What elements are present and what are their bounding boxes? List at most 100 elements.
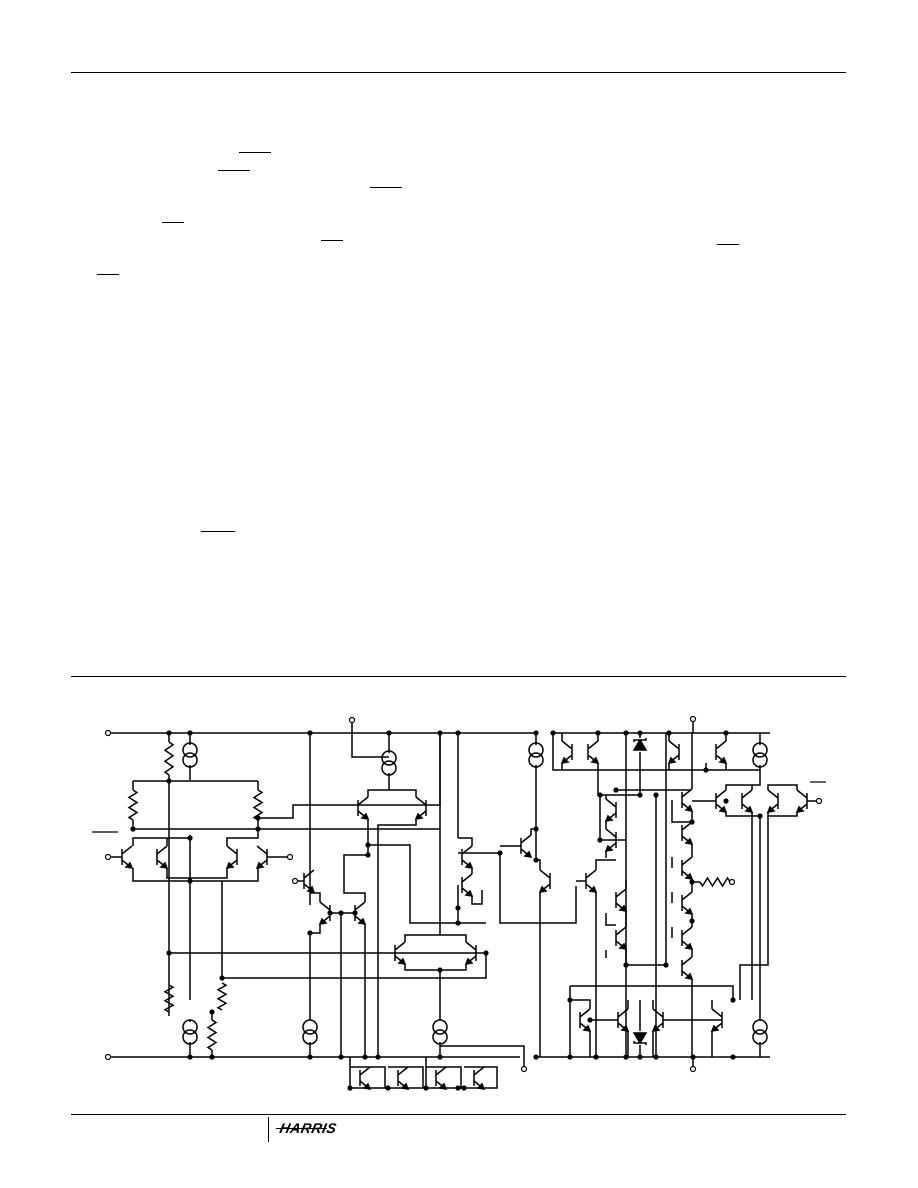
junction-dot [255,815,261,821]
npn-transistor [604,798,617,822]
junction-dot [653,1054,659,1060]
wire [425,1057,462,1089]
junction-dot [723,730,729,736]
current-source [432,1019,448,1045]
junction-dot [613,787,619,793]
npn-transistor [617,1008,630,1032]
junction-dot [307,1054,313,1060]
npn-transistor [520,834,533,858]
junction-dot [689,918,695,924]
junction-dot [347,1085,353,1091]
npn-transistor [579,1008,592,1032]
junction-dot [637,792,643,798]
junction-dot [623,1054,629,1060]
wire [458,852,577,924]
junction-dot [497,850,503,856]
overbar [97,274,119,275]
npn-transistor [710,1008,723,1032]
junction-dot [723,798,729,804]
npn-transistor [681,956,694,980]
npn-transistor [651,1008,664,1032]
junction-dot [533,730,539,736]
npn-transistor [538,869,551,893]
overbar [162,222,184,223]
junction-dot [637,1054,643,1060]
junction-dot [455,920,461,926]
wire [471,890,483,905]
wire [570,985,734,1000]
npn-transistor [397,1066,410,1090]
junction-dot [690,1054,696,1060]
npn-transistor [667,740,680,764]
wire [166,868,228,879]
junction-dot [595,730,601,736]
junction-dot [653,792,659,798]
terminal [104,1053,112,1061]
overbar [370,187,402,188]
wire [570,999,591,1009]
wire [458,837,473,846]
current-source [381,750,397,776]
overbar [717,244,739,245]
wire [222,953,487,979]
npn-transistor [225,845,238,869]
resistor [163,984,175,1013]
npn-transistor [715,740,728,764]
npn-transistor [681,856,694,880]
junction-dot [255,826,261,832]
junction-dot [593,1054,599,1060]
wire [440,934,467,942]
wire [343,845,369,902]
junction-dot [166,950,172,956]
npn-transistor [615,888,628,912]
npn-transistor [681,891,694,915]
junction-dot [757,813,763,819]
terminal [291,877,299,885]
current-source [528,742,544,768]
junction-dot [362,1054,368,1060]
resistor [127,789,139,821]
wire [552,733,760,771]
footer-divider [268,1117,269,1142]
wire [599,795,626,841]
junction-dot [130,826,136,832]
junction-dot [437,1054,443,1060]
wire [440,1045,525,1057]
junction-dot [219,975,225,981]
junction-dot [307,930,313,936]
resistor [699,876,731,888]
terminal [104,729,112,737]
npn-transistor [464,941,477,965]
junction-dot [666,730,672,736]
junction-dot [587,1017,593,1023]
current-source [302,1019,318,1045]
junction-dot [437,967,443,973]
section-rule [71,676,846,677]
junction-dot [455,905,461,911]
wire [725,770,761,790]
junction-dot [423,1085,429,1091]
npn-transistor [255,845,268,869]
junction-dot [365,852,371,858]
wire [404,733,441,942]
npn-transistor [303,869,316,893]
wire [310,892,321,902]
junction-dot [533,826,539,832]
npn-transistor [681,788,694,812]
terminal [728,878,736,886]
terminal [689,1065,697,1073]
npn-transistor [357,796,370,820]
junction-dot [663,962,669,968]
npn-transistor [795,789,808,813]
overbar [218,170,250,171]
wire [367,789,417,797]
junction-dot [455,1085,461,1091]
junction-dot [187,835,193,841]
junction-dot [375,1054,381,1060]
terminal [520,1065,528,1073]
npn-transistor [435,1066,448,1090]
junction-dot [307,730,313,736]
current-source [182,1019,198,1045]
overbar [92,781,826,833]
